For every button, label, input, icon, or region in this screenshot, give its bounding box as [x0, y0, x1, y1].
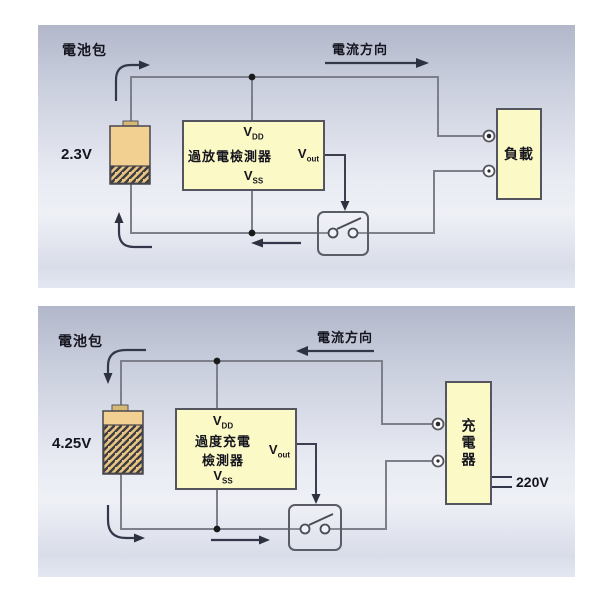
battery-pack-label: 電池包: [58, 333, 103, 349]
vout-control-wire: [325, 154, 346, 203]
junction-dot: [248, 73, 256, 81]
detector-pin-column: VDD 過度充電 檢測器 VSS: [177, 410, 269, 488]
switch-symbol: [317, 211, 369, 256]
vdd-pin-label: VDD: [243, 124, 264, 142]
load-label: 負載: [504, 146, 534, 162]
discharge-circuit-panel: 電池包 2.3V 電流方向 VDD 過放電檢測器 Vout VSS 負載: [38, 25, 575, 288]
switch-symbol: [288, 504, 342, 551]
arrowhead-down-icon: [311, 494, 321, 504]
vout-pin-label: Vout: [268, 442, 290, 460]
load-terminals: [482, 129, 496, 178]
arrowhead-left-icon: [251, 238, 263, 248]
charger-box: 充電器: [445, 381, 492, 505]
junction-dot: [213, 357, 221, 365]
battery-voltage-label: 4.25V: [52, 435, 92, 452]
load-box: 負載: [496, 108, 542, 200]
arrowhead-left-icon: [296, 346, 308, 356]
vout-pin-label: Vout: [297, 146, 319, 164]
vout-control-wire: [297, 443, 317, 496]
vss-pin-label: VSS: [213, 467, 233, 486]
arrowhead-right-icon: [259, 535, 270, 545]
detector-title-line2: 檢測器: [201, 452, 244, 468]
detector-title: 過放電檢測器: [188, 149, 273, 164]
charger-terminals: [431, 417, 445, 468]
discharge-wiring-diagram: [109, 58, 496, 256]
arrowhead-right-icon: [139, 60, 150, 70]
arrowhead-right-icon: [416, 58, 429, 68]
arrowhead-up-icon: [114, 212, 124, 223]
battery-pack-label: 電池包: [62, 42, 107, 58]
vss-pin-label: VSS: [243, 168, 264, 186]
charger-label: 充電器: [460, 417, 477, 469]
arrowhead-right-icon: [134, 533, 145, 543]
battery-symbol: [109, 120, 151, 185]
charge-circuit-panel: 電池包 4.25V 電流方向 VDD 過度充電 檢測器 VSS Vout 充電器…: [38, 306, 575, 577]
circuit-wires: [120, 360, 432, 530]
overdischarge-detector-box: VDD 過放電檢測器 Vout VSS: [182, 120, 325, 191]
detector-title-line1: 過度充電: [194, 433, 251, 449]
detector-middle-row: 過放電檢測器 Vout: [188, 146, 319, 165]
battery-symbol: [102, 404, 144, 475]
battery-discharged-level: [110, 165, 150, 184]
overcharge-detector-box: VDD 過度充電 檢測器 VSS Vout: [175, 408, 297, 490]
junction-dot: [213, 525, 221, 533]
charge-wiring-diagram: [102, 346, 512, 551]
mains-voltage-label: 220V: [516, 474, 549, 490]
current-flow-arrows: [114, 61, 417, 249]
current-flow-arrows: [106, 348, 374, 542]
mains-terminal-lines: [492, 476, 512, 488]
arrowhead-down-icon: [340, 201, 350, 211]
battery-voltage-label: 2.3V: [61, 146, 92, 163]
current-direction-label: 電流方向: [332, 42, 389, 57]
current-direction-label: 電流方向: [317, 330, 374, 345]
circuit-wires: [130, 76, 483, 234]
battery-charged-level: [103, 424, 143, 474]
junction-dot: [248, 229, 256, 237]
arrowhead-down-icon: [103, 373, 113, 384]
vdd-pin-label: VDD: [212, 413, 234, 431]
